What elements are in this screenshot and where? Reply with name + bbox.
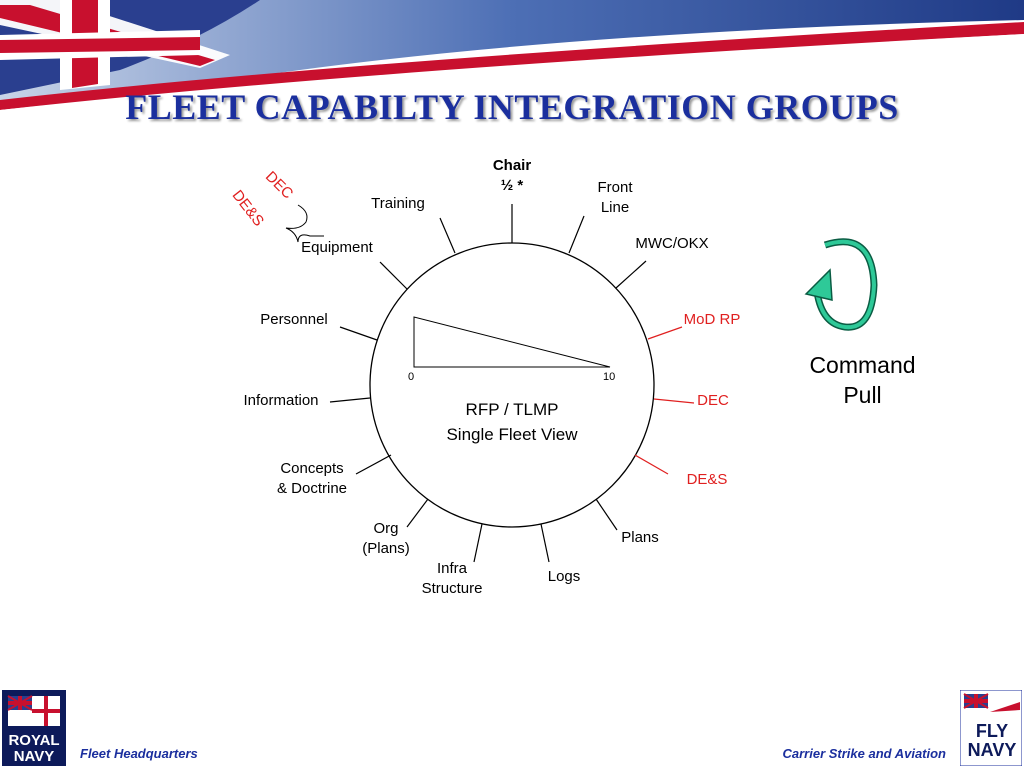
spoke-personnel: [339, 326, 378, 341]
royal-navy-text: ROYAL NAVY: [8, 732, 60, 765]
spoke-infra: [473, 523, 483, 563]
hub-line1: RFP / TLMP: [465, 400, 559, 419]
spoke-concepts: [355, 454, 392, 475]
label-org: Org (Plans): [362, 520, 410, 557]
spoke-plans: [595, 498, 618, 531]
label-personnel: Personnel: [260, 311, 328, 328]
hub-circle: [369, 242, 655, 528]
hub-label: RFP / TLMP Single Fleet View: [410, 397, 614, 447]
scale-wedge: [413, 316, 611, 368]
spoke-mod-rp: [647, 326, 683, 340]
scale-max-label: 10: [603, 371, 616, 383]
scale-min-label: 0: [408, 371, 415, 383]
label-plans: Plans: [621, 529, 659, 546]
command-pull-label: Command Pull: [809, 352, 916, 408]
spoke-dec: [653, 398, 695, 404]
page-title: FLEET CAPABILTY INTEGRATION GROUPS: [125, 87, 899, 127]
spoke-front-line: [568, 215, 585, 254]
fly-navy-text: FLY NAVY: [967, 721, 1017, 760]
fly-navy-logo: [960, 690, 1022, 766]
spoke-org: [406, 498, 429, 528]
spoke-mwc: [615, 260, 647, 289]
equipment-bracket: [285, 204, 324, 243]
footer-left: Fleet Headquarters: [80, 746, 198, 761]
footer-right: Carrier Strike and Aviation: [782, 746, 946, 761]
cycle-arrow-icon: [804, 238, 878, 331]
spoke-equipment: [379, 261, 408, 290]
label-chair: Chair ½ *: [492, 157, 532, 194]
label-information: Information: [243, 392, 319, 409]
label-dec: DEC: [697, 392, 729, 409]
label-concepts: Concepts & Doctrine: [276, 460, 348, 497]
label-equipment: Equipment: [301, 239, 373, 256]
spoke-des: [634, 454, 669, 475]
royal-navy-logo: [2, 690, 66, 766]
label-training: Training: [371, 195, 425, 212]
label-mod-rp: MoD RP: [683, 311, 741, 328]
spoke-logs: [540, 523, 550, 563]
label-logs: Logs: [547, 568, 581, 585]
label-des: DE&S: [686, 471, 728, 488]
flag-banner: [0, 0, 1024, 120]
label-front-line: Front Line: [597, 179, 633, 216]
label-mwc: MWC/OKX: [635, 235, 709, 252]
label-infra: Infra Structure: [421, 560, 483, 597]
spoke-training: [439, 217, 456, 254]
hub-line2: Single Fleet View: [446, 425, 578, 444]
spokes: [329, 204, 695, 563]
spoke-information: [329, 397, 371, 403]
